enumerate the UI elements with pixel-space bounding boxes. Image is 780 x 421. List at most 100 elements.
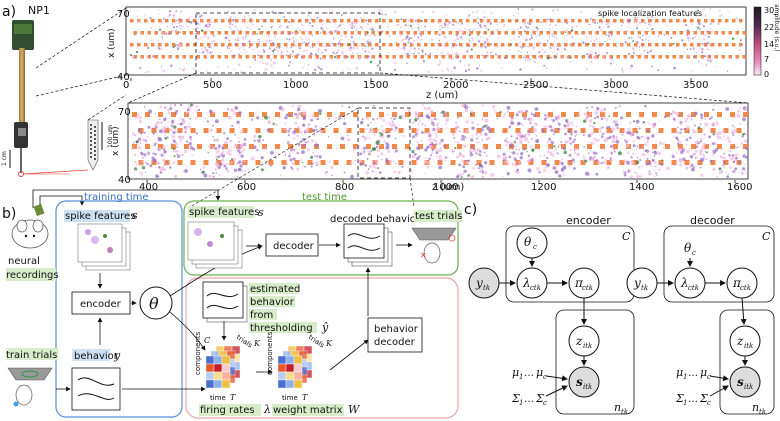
probe-site [200, 43, 204, 47]
spike-point [265, 168, 267, 171]
matrix-cell [213, 355, 223, 365]
spike-point [388, 23, 390, 25]
matrix-cell [285, 363, 295, 373]
probe-site [256, 19, 260, 23]
spike-point [509, 143, 514, 148]
enc-sig1-sub: 1 [519, 399, 523, 407]
spike-point [471, 37, 474, 40]
spike-point [381, 129, 385, 134]
spike-features-right-label: spike features [189, 207, 259, 218]
spike-point [210, 17, 213, 20]
spike-point [188, 16, 191, 19]
spike-point [371, 26, 374, 29]
probe-site [730, 112, 735, 117]
spike-point [557, 44, 559, 47]
spike-point [302, 111, 306, 116]
enc-mu1-sub: 1 [519, 373, 523, 381]
spike-point [709, 48, 712, 51]
probe-site [704, 19, 708, 23]
spike-point [236, 162, 239, 165]
spike-point [291, 104, 294, 108]
spike-point [570, 29, 574, 32]
spike-point [276, 33, 278, 35]
spike-point [179, 31, 182, 34]
spike-point [414, 118, 418, 122]
spike-point [661, 159, 664, 161]
spike-point [558, 174, 562, 178]
spike-point [445, 54, 447, 56]
spike-point [189, 117, 191, 120]
spike-point [307, 14, 310, 17]
encoder-graphical-model: C [468, 225, 635, 415]
spike-point [691, 114, 694, 117]
spike-point [639, 53, 642, 56]
spike-point [717, 13, 719, 15]
spike-point [242, 20, 245, 23]
spike-point [424, 53, 427, 55]
probe-site [448, 31, 452, 35]
spike-point [361, 118, 364, 121]
spike-point [438, 155, 442, 159]
spike-point [381, 30, 384, 33]
dec-s-label: s [737, 375, 744, 389]
spike-point [517, 50, 520, 52]
spike-point [298, 21, 300, 23]
probe-site [441, 55, 445, 59]
spike-point [364, 53, 366, 55]
spike-point [573, 148, 578, 152]
spike-point [633, 62, 636, 64]
spike-point [483, 16, 486, 18]
spike-point [163, 117, 167, 122]
spike-point [324, 171, 327, 174]
spike-point [691, 23, 693, 26]
dec-z-sub: itk [744, 342, 753, 350]
spike-point [687, 39, 690, 42]
spike-point [250, 156, 255, 161]
spike-point [663, 115, 667, 119]
spike-point [527, 129, 530, 133]
spike-point [408, 56, 410, 58]
spike-point [269, 39, 271, 42]
spike-point [361, 70, 363, 72]
spike-point [697, 21, 700, 24]
spike-point [629, 67, 632, 70]
probe-site [268, 128, 274, 133]
spike-point [587, 110, 589, 112]
spike-point [612, 136, 616, 140]
spike-point [539, 42, 541, 44]
spike-point [264, 19, 267, 22]
spike-point [694, 140, 699, 145]
spike-point [275, 38, 277, 40]
spike-point [221, 154, 225, 158]
spike-point [461, 134, 465, 139]
probe-site [743, 144, 748, 149]
spike-point [363, 136, 367, 139]
probe-site [620, 19, 624, 23]
spike-point [352, 40, 355, 43]
spike-point [434, 132, 437, 135]
spike-point [709, 117, 712, 120]
spike-point [553, 130, 556, 133]
spike-point [360, 26, 363, 29]
spike-features-left-highlight [64, 210, 130, 222]
spike-point [300, 36, 302, 38]
spike-point [658, 141, 663, 145]
spike-point [590, 17, 592, 20]
spike-point [355, 67, 359, 70]
spike-point [421, 32, 423, 34]
spike-point [455, 40, 457, 43]
probe-site [704, 43, 708, 47]
probe-site [497, 31, 501, 35]
spike-point [411, 120, 415, 125]
spike-point [564, 126, 567, 130]
spike-point [677, 34, 678, 36]
spike-point [334, 23, 337, 25]
spike-point [686, 48, 689, 51]
spike-point [325, 32, 328, 35]
probe-site [368, 19, 372, 23]
test-trials-highlight [414, 210, 462, 222]
spike-point [143, 106, 146, 108]
shank-site [94, 126, 96, 128]
spike-features-left-label: spike features [65, 211, 135, 222]
cbar-tick-22: 22 [764, 23, 774, 32]
